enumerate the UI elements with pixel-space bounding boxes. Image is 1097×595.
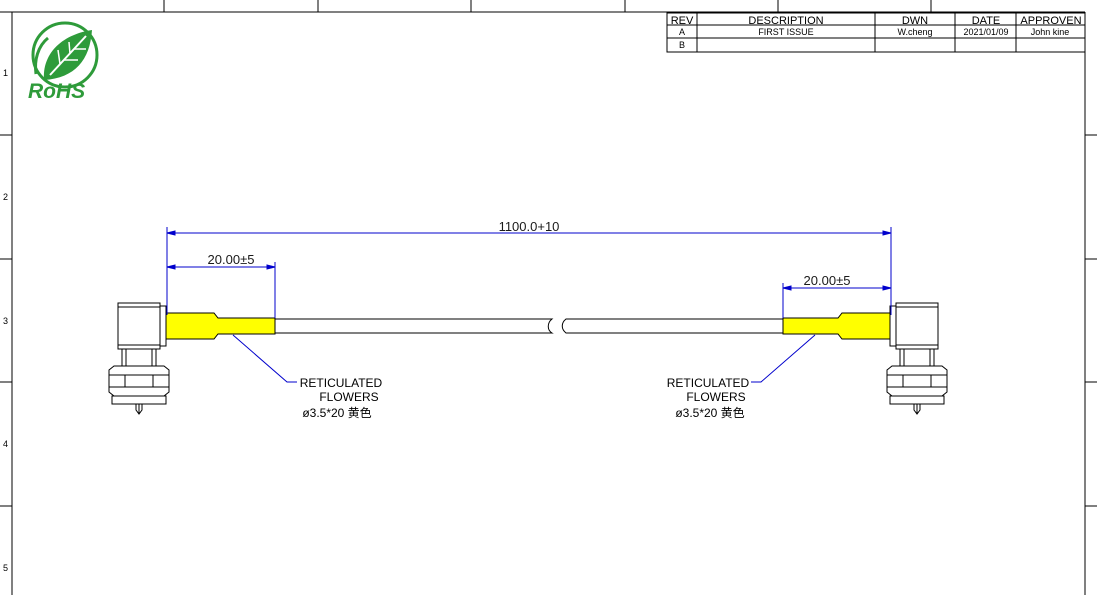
rohs-text: RoHS	[28, 80, 85, 103]
cable-assembly	[108, 302, 948, 415]
rev-a-dwn-cell: W.cheng	[897, 27, 932, 37]
dimension-labels: 1100.0+10 20.00±5 20.00±5	[208, 219, 851, 288]
callout-leaders	[232, 334, 816, 383]
right-callout-line3: ø3.5*20 黄色	[675, 406, 744, 420]
left-connector	[108, 302, 170, 415]
left-sleeve-length-label: 20.00±5	[208, 252, 255, 267]
rev-header: REV	[671, 15, 694, 27]
left-callout: RETICULATED FLOWERS ø3.5*20 黄色	[300, 376, 383, 420]
left-callout-line1: RETICULATED	[300, 376, 383, 390]
zone-number-2: 2	[3, 192, 8, 202]
zone-number-1: 1	[3, 68, 8, 78]
right-callout-line1: RETICULATED	[667, 376, 750, 390]
dimension-lines	[166, 227, 892, 318]
left-callout-line2: FLOWERS	[319, 390, 378, 404]
cable-body	[274, 318, 784, 334]
rev-a-date-cell: 2021/01/09	[963, 27, 1008, 37]
zone-numbers: 1 2 3 4 5	[3, 68, 8, 573]
zone-number-4: 4	[3, 439, 8, 449]
approven-header: APPROVEN	[1020, 15, 1081, 27]
rev-a-description-cell: FIRST ISSUE	[758, 27, 813, 37]
total-length-label: 1100.0+10	[499, 219, 560, 234]
right-connector	[886, 302, 948, 415]
date-header: DATE	[972, 15, 1001, 27]
rev-a-cell: A	[679, 27, 685, 37]
zone-number-3: 3	[3, 316, 8, 326]
zone-number-5: 5	[3, 563, 8, 573]
right-callout: RETICULATED FLOWERS ø3.5*20 黄色	[667, 376, 750, 420]
description-header: DESCRIPTION	[748, 15, 823, 27]
dwn-header: DWN	[902, 15, 928, 27]
left-sleeve	[165, 312, 276, 340]
rohs-logo: RoHS	[28, 21, 99, 103]
right-callout-line2: FLOWERS	[686, 390, 745, 404]
revision-table: REV DESCRIPTION DWN DATE APPROVEN A FIRS…	[666, 12, 1086, 53]
right-sleeve	[782, 312, 891, 340]
rev-a-approven-cell: John kine	[1031, 27, 1070, 37]
right-sleeve-length-label: 20.00±5	[804, 273, 851, 288]
left-callout-line3: ø3.5*20 黄色	[302, 406, 371, 420]
rev-b-cell: B	[679, 40, 685, 50]
rohs-leaf-icon	[31, 21, 99, 89]
